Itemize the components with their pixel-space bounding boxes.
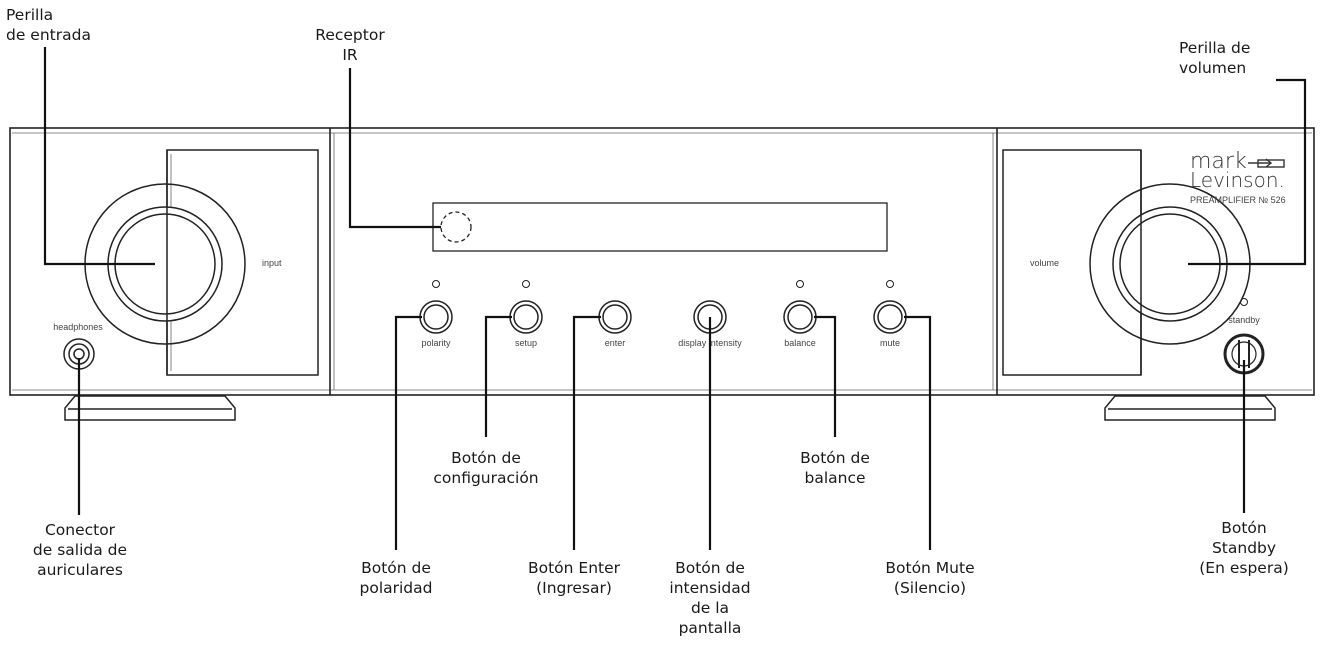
brand-name-line2: Levinson.	[1190, 168, 1285, 192]
enter-leader	[572, 315, 601, 550]
callout-mute: Botón Mute (Silencio)	[885, 559, 975, 597]
mute-label: mute	[880, 338, 900, 348]
callout-standby: Botón Standby (En espera)	[1199, 519, 1289, 577]
polarity-button[interactable]	[419, 280, 453, 334]
front-buttons	[419, 280, 907, 334]
mute-button[interactable]	[873, 280, 907, 334]
chassis	[9, 127, 1315, 396]
callout-input-knob: Perilla de entrada	[6, 6, 91, 44]
callout-headphones: Conector de salida de auriculares	[32, 521, 128, 579]
polarity-label: polarity	[421, 338, 451, 348]
headphones-label: headphones	[53, 322, 103, 332]
left-foot	[64, 395, 236, 421]
brand-name-line1: mark	[1190, 149, 1247, 174]
balance-button[interactable]	[783, 280, 817, 334]
callout-volume-knob: Perilla de volumen	[1179, 39, 1251, 77]
volume-knob-label: volume	[1030, 258, 1059, 268]
enter-button[interactable]	[598, 300, 632, 334]
callout-polarity: Botón de polaridad	[359, 559, 433, 597]
callout-ir-receiver: Receptor IR	[315, 26, 385, 64]
balance-leader	[814, 315, 837, 437]
model-label: PREAMPLIFIER № 526	[1190, 195, 1286, 205]
callout-setup: Botón de configuración	[433, 449, 539, 487]
callout-enter: Botón Enter (Ingresar)	[527, 559, 621, 597]
input-knob[interactable]	[84, 183, 246, 345]
brand-logo-icon	[1248, 158, 1285, 168]
right-foot	[1104, 395, 1276, 421]
polarity-leader	[394, 315, 422, 550]
balance-label: balance	[784, 338, 816, 348]
setup-leader	[484, 315, 512, 437]
callout-display-intensity: Botón de intensidad de la pantalla	[669, 559, 751, 637]
setup-label: setup	[515, 338, 537, 348]
standby-label: standby	[1228, 315, 1260, 325]
ir-receiver-leader	[348, 68, 441, 229]
callout-balance: Botón de balance	[800, 449, 870, 487]
leader-lines	[43, 47, 1307, 550]
enter-label: enter	[605, 338, 626, 348]
mute-leader	[904, 315, 932, 550]
input-knob-label: input	[262, 258, 282, 268]
volume-knob-leader	[1188, 78, 1307, 266]
ir-receiver-window	[440, 211, 472, 243]
input-knob-leader	[43, 47, 155, 266]
